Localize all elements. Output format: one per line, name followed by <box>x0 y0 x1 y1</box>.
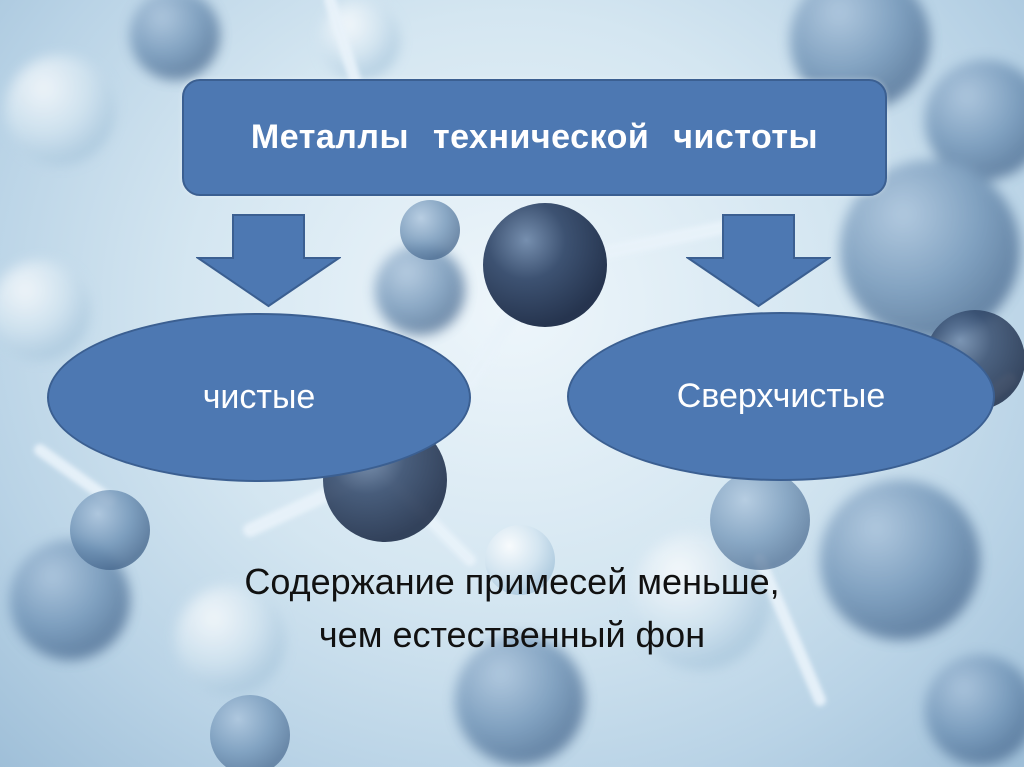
technical-purity-metals-box: Металлы технической чистоты <box>182 79 887 196</box>
caption-line-2: чем естественный фон <box>318 614 706 655</box>
pure-metals-label: чистые <box>202 378 316 416</box>
impurity-content-caption: Содержание примесей меньше, чем естестве… <box>112 555 912 661</box>
caption-line-1: Содержание примесей меньше, <box>244 561 780 602</box>
down-arrow-icon <box>686 214 831 308</box>
ultrapure-metals-label: Сверхчистые <box>676 377 886 415</box>
pure-metals-ellipse: чистые <box>47 313 471 482</box>
down-arrow-icon <box>196 214 341 308</box>
technical-purity-metals-label: Металлы технической чистоты <box>250 118 819 156</box>
ultrapure-metals-ellipse: Сверхчистые <box>567 312 995 481</box>
